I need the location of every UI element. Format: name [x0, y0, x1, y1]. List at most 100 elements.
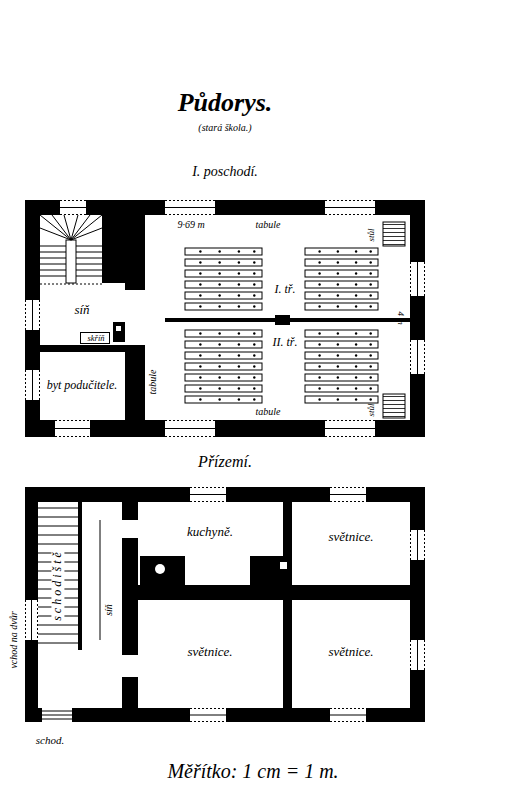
window-line: [190, 708, 226, 709]
bench-hole: [199, 354, 201, 356]
stair-rail: [100, 520, 101, 640]
bench-hole: [218, 305, 220, 307]
bench-hole: [238, 387, 240, 389]
stair-step: [76, 252, 102, 253]
bench-hole: [238, 272, 240, 274]
teacher-desk: [383, 394, 405, 418]
window-opening: [25, 300, 40, 330]
window-line: [25, 600, 26, 640]
bench-hole: [318, 283, 320, 285]
bench-hole: [199, 283, 201, 285]
room-floor: [38, 650, 122, 708]
room-name: skříň: [88, 334, 105, 343]
window-line: [32, 300, 33, 330]
hall-room: síň skříň: [40, 283, 125, 345]
bench-hole: [355, 398, 357, 400]
window-line: [165, 428, 215, 429]
bench-hole: [238, 376, 240, 378]
window-line: [165, 200, 215, 201]
bench-hole: [318, 376, 320, 378]
room-floor: [138, 600, 283, 708]
window-opening: [330, 487, 366, 502]
bench-hole: [337, 376, 339, 378]
bench-hole: [355, 272, 357, 274]
bench: [185, 385, 262, 392]
bench: [185, 292, 262, 299]
bench-hole: [253, 305, 255, 307]
bench: [185, 330, 262, 337]
bench-hole: [238, 365, 240, 367]
subtitle: (stará škola.): [198, 122, 251, 133]
bench: [305, 396, 378, 403]
bench-hole: [318, 343, 320, 345]
bench-hole: [199, 387, 201, 389]
bench: [185, 270, 262, 277]
bench-hole: [253, 250, 255, 252]
stair-step: [38, 535, 78, 536]
cupboard-box: skříň: [80, 332, 110, 344]
bench-hole: [370, 332, 372, 334]
window-line: [55, 436, 90, 437]
corridor-label: síň: [103, 604, 114, 616]
bench-hole: [337, 398, 339, 400]
bench-hole: [218, 332, 220, 334]
stair-step: [52, 215, 71, 240]
window-line: [410, 640, 411, 670]
bench-hole: [355, 261, 357, 263]
chimney-flue: [116, 326, 121, 331]
stair-edge: [40, 284, 102, 285]
stair-step: [38, 643, 78, 644]
window-opening: [325, 420, 375, 437]
bench-hole: [355, 343, 357, 345]
bench-hole: [238, 398, 240, 400]
bench: [185, 352, 262, 359]
window-line: [165, 207, 215, 208]
bench-hole: [238, 354, 240, 356]
bench-hole: [318, 272, 320, 274]
window-opening: [190, 708, 226, 722]
bench-hole: [253, 283, 255, 285]
wall-mass: [25, 200, 425, 437]
bench-hole: [318, 398, 320, 400]
room-floor: [40, 283, 125, 345]
window-opening: [190, 487, 226, 502]
window-line: [325, 420, 375, 421]
stair-step: [40, 215, 71, 240]
room-name: kuchyně.: [187, 525, 233, 539]
window-line: [424, 340, 425, 374]
bench-hole: [318, 261, 320, 263]
window-line: [417, 530, 418, 560]
stair-step: [38, 508, 78, 509]
bench-hole: [253, 365, 255, 367]
window-line: [190, 501, 226, 502]
window-line: [424, 530, 425, 560]
stair-step: [40, 264, 66, 265]
bench: [185, 363, 262, 370]
bench-hole: [355, 376, 357, 378]
room-floor: [292, 502, 410, 585]
entrance-label: vchod na dvůr: [8, 611, 19, 668]
window-line: [424, 640, 425, 670]
flat-room: byt podučitele.: [40, 352, 125, 420]
bench-hole: [253, 261, 255, 263]
school-benches: [185, 248, 378, 403]
upper-floor-plan: [25, 200, 425, 437]
bench-hole: [370, 387, 372, 389]
window-line: [330, 708, 366, 709]
bench-hole: [199, 365, 201, 367]
bench-hole: [370, 250, 372, 252]
bench-hole: [199, 261, 201, 263]
stove-opening: [155, 564, 165, 574]
stair-step: [76, 258, 102, 259]
plan-title: Půdorys.: [178, 89, 273, 118]
bench-hole: [218, 250, 220, 252]
room-name: síň: [74, 303, 89, 317]
stair-step: [38, 517, 78, 518]
bench-hole: [238, 343, 240, 345]
room-floor: [145, 215, 410, 420]
room-floor: [122, 655, 138, 677]
blackboard-label: tabule: [256, 219, 281, 230]
window-line: [190, 494, 226, 495]
